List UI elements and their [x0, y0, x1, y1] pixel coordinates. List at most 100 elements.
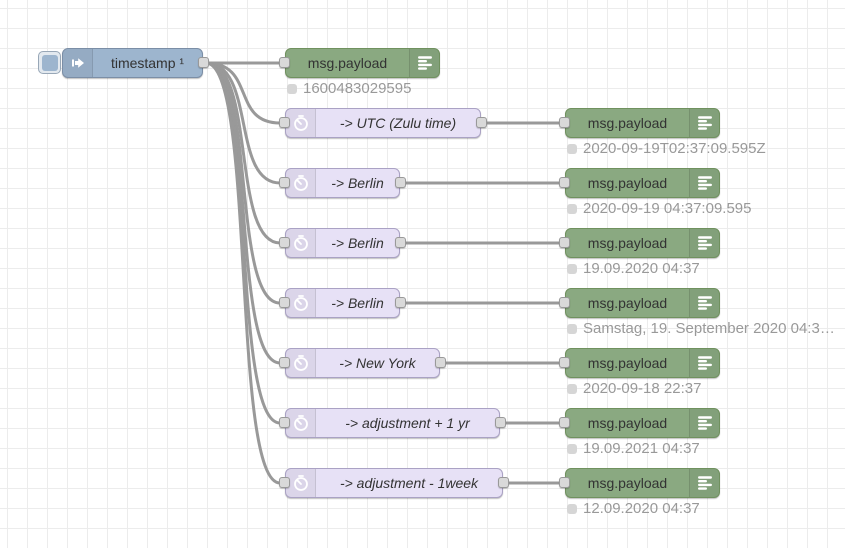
- status-text: 12.09.2020 04:37: [583, 500, 700, 517]
- node-label: -> adjustment + 1 yr: [345, 415, 470, 431]
- debug-node-utc[interactable]: msg.payload: [559, 108, 735, 138]
- wire[interactable]: [204, 61, 282, 125]
- output-port[interactable]: [495, 417, 506, 428]
- node-label: msg.payload: [587, 115, 668, 131]
- timer-icon: [286, 109, 316, 137]
- timer-icon: [286, 289, 316, 317]
- debug-node-new-york[interactable]: msg.payload: [559, 348, 735, 378]
- input-port[interactable]: [559, 117, 570, 128]
- input-port[interactable]: [559, 297, 570, 308]
- wire[interactable]: [204, 61, 282, 365]
- timer-icon: [286, 349, 316, 377]
- debug-node-berlin-3[interactable]: msg.payload: [559, 288, 735, 318]
- node-status: 19.09.2020 04:37: [567, 260, 700, 277]
- node-status: 2020-09-19T02:37:09.595Z: [567, 140, 766, 157]
- status-indicator: [567, 323, 577, 334]
- debug-icon: [409, 49, 439, 77]
- input-port[interactable]: [559, 177, 570, 188]
- input-port[interactable]: [279, 57, 290, 68]
- timer-icon: [286, 469, 316, 497]
- node-status: 19.09.2021 04:37: [567, 440, 700, 457]
- status-indicator: [567, 143, 577, 154]
- status-indicator: [567, 203, 577, 214]
- status-text: 2020-09-19 04:37:09.595: [583, 200, 752, 217]
- input-port[interactable]: [559, 417, 570, 428]
- status-indicator: [567, 263, 577, 274]
- node-status: 2020-09-19 04:37:09.595: [567, 200, 751, 217]
- node-status: 2020-09-18 22:37: [567, 380, 701, 397]
- debug-icon: [689, 289, 719, 317]
- status-indicator: [287, 83, 297, 94]
- node-label: msg.payload: [587, 295, 668, 311]
- node-label: msg.payload: [307, 55, 388, 71]
- node-status: Samstag, 19. September 2020 04:3…: [567, 320, 835, 337]
- wire[interactable]: [204, 61, 282, 185]
- moment-node-adjust-plus-1yr[interactable]: -> adjustment + 1 yr: [279, 408, 506, 438]
- status-text: 19.09.2020 04:37: [583, 260, 700, 277]
- debug-node-top[interactable]: msg.payload: [279, 48, 440, 78]
- node-label: -> Berlin: [331, 235, 384, 251]
- output-port[interactable]: [198, 57, 209, 68]
- input-port[interactable]: [559, 237, 570, 248]
- moment-node-adjust-minus-1week[interactable]: -> adjustment - 1week: [279, 468, 509, 498]
- input-port[interactable]: [279, 357, 290, 368]
- inject-icon: [63, 49, 93, 77]
- debug-icon: [689, 169, 719, 197]
- output-port[interactable]: [395, 177, 406, 188]
- node-label: msg.payload: [587, 475, 668, 491]
- node-label: -> Berlin: [331, 295, 384, 311]
- moment-node-berlin-3[interactable]: -> Berlin: [279, 288, 406, 318]
- wire[interactable]: [204, 61, 282, 485]
- debug-node-berlin-2[interactable]: msg.payload: [559, 228, 735, 258]
- output-port[interactable]: [435, 357, 446, 368]
- input-port[interactable]: [559, 357, 570, 368]
- input-port[interactable]: [279, 297, 290, 308]
- status-indicator: [567, 503, 577, 514]
- debug-icon: [689, 109, 719, 137]
- status-text: Samstag, 19. September 2020 04:3…: [583, 320, 835, 337]
- node-label: -> Berlin: [331, 175, 384, 191]
- output-port[interactable]: [395, 297, 406, 308]
- timer-icon: [286, 229, 316, 257]
- debug-icon: [689, 409, 719, 437]
- moment-node-new-york[interactable]: -> New York: [279, 348, 446, 378]
- node-label: msg.payload: [587, 415, 668, 431]
- node-label: -> UTC (Zulu time): [339, 115, 457, 131]
- debug-icon: [689, 469, 719, 497]
- status-indicator: [567, 383, 577, 394]
- input-port[interactable]: [279, 417, 290, 428]
- timer-icon: [286, 169, 316, 197]
- status-text: 2020-09-19T02:37:09.595Z: [583, 140, 766, 157]
- debug-node-berlin-1[interactable]: msg.payload: [559, 168, 735, 198]
- status-text: 2020-09-18 22:37: [583, 380, 702, 397]
- debug-icon: [689, 349, 719, 377]
- node-status: 1600483029595: [287, 80, 411, 97]
- input-port[interactable]: [279, 177, 290, 188]
- node-label: msg.payload: [587, 355, 668, 371]
- debug-icon: [689, 229, 719, 257]
- input-port[interactable]: [279, 117, 290, 128]
- input-port[interactable]: [559, 477, 570, 488]
- output-port[interactable]: [395, 237, 406, 248]
- node-status: 12.09.2020 04:37: [567, 500, 700, 517]
- output-port[interactable]: [498, 477, 509, 488]
- debug-node-adjust-minus-1week[interactable]: msg.payload: [559, 468, 735, 498]
- moment-node-utc[interactable]: -> UTC (Zulu time): [279, 108, 487, 138]
- moment-node-berlin-1[interactable]: -> Berlin: [279, 168, 406, 198]
- output-port[interactable]: [476, 117, 487, 128]
- node-label: -> adjustment - 1week: [339, 475, 479, 491]
- input-port[interactable]: [279, 477, 290, 488]
- node-label: msg.payload: [587, 235, 668, 251]
- inject-trigger-button-face: [41, 54, 58, 71]
- node-label: timestamp ¹: [110, 55, 185, 71]
- node-label: -> New York: [339, 355, 416, 371]
- debug-node-adjust-plus-1yr[interactable]: msg.payload: [559, 408, 735, 438]
- node-label: msg.payload: [587, 175, 668, 191]
- inject-node-timestamp[interactable]: timestamp ¹: [62, 48, 209, 78]
- inject-trigger-button[interactable]: [38, 51, 61, 74]
- status-indicator: [567, 443, 577, 454]
- moment-node-berlin-2[interactable]: -> Berlin: [279, 228, 406, 258]
- input-port[interactable]: [279, 237, 290, 248]
